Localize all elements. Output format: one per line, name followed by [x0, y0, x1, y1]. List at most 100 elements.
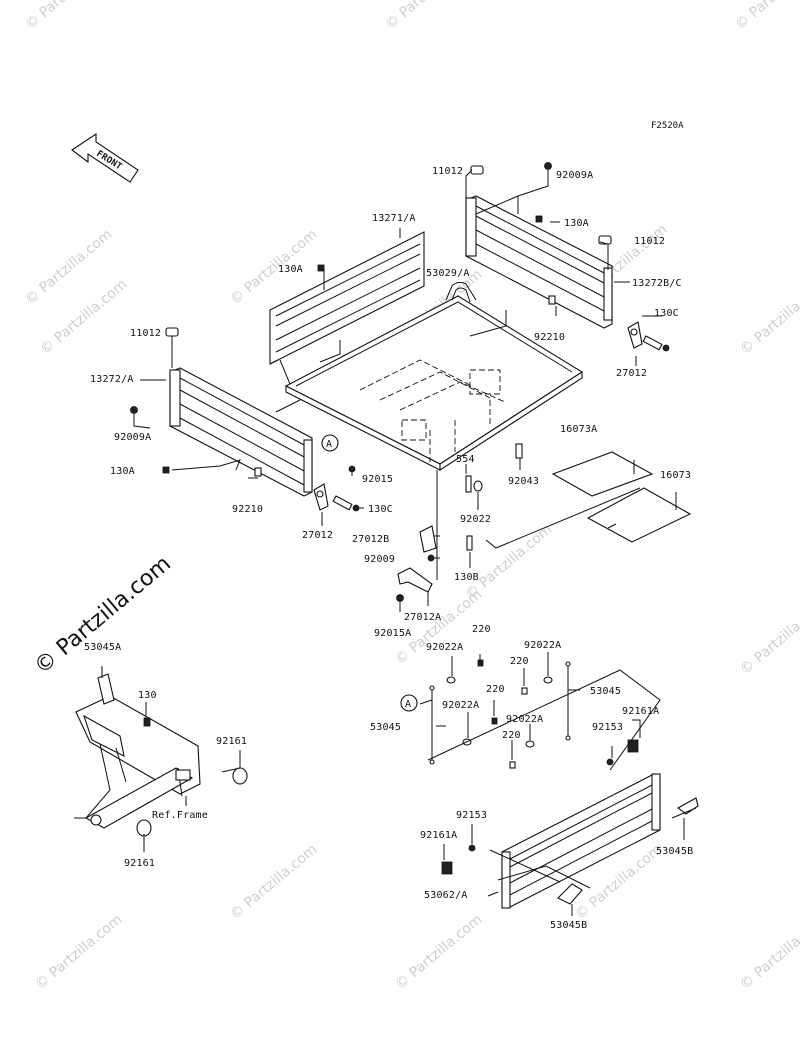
part-label: 27012	[616, 368, 647, 379]
bolt-92009	[427, 554, 435, 562]
part-label: 130A	[278, 264, 303, 275]
watermark: © Partzilla.com	[462, 521, 555, 603]
part-label: 92022	[460, 514, 491, 525]
part-label: 92161A	[622, 706, 659, 717]
part-label: 92022A	[442, 700, 479, 711]
mat-16073A	[551, 451, 654, 497]
bolt-130A-lower	[162, 466, 170, 474]
part-label: 53045B	[656, 846, 693, 857]
part-label: 92210	[534, 332, 565, 343]
cap-11012-left	[165, 327, 179, 337]
ref-frame-assembly	[74, 666, 248, 852]
part-label: 16073	[660, 470, 691, 481]
bolt-92009A-left	[130, 406, 138, 414]
part-label: 53045A	[84, 642, 121, 653]
part-label: 27012	[302, 530, 333, 541]
watermark-layer: © Partzilla.com © Partzilla.com © Partzi…	[22, 0, 800, 993]
part-label: 554	[456, 454, 475, 465]
part-label: 92022A	[506, 714, 543, 725]
part-label: 53045	[370, 722, 401, 733]
part-label: 92210	[232, 504, 263, 515]
part-labels: 11012 92009A 13271/A 130A 11012 130A 530…	[84, 166, 693, 931]
watermark: © Partzilla.com	[22, 0, 115, 33]
latch-27012-left	[313, 483, 329, 511]
callout-a-top: A	[321, 434, 339, 452]
side-panel-13272B	[465, 195, 613, 329]
latch-27012-right	[627, 321, 643, 349]
nut-92015A	[396, 594, 404, 602]
part-label: 92009	[364, 554, 395, 565]
bolt-130C-left	[332, 495, 360, 512]
part-label: 92015	[362, 474, 393, 485]
part-label: 130B	[454, 572, 479, 583]
callout-a-label-lower: A	[405, 699, 411, 710]
part-label: 220	[502, 730, 521, 741]
part-label: 92015A	[374, 628, 411, 639]
pin-554	[465, 475, 472, 493]
spring-92043	[515, 443, 523, 459]
part-label: 27012A	[404, 612, 441, 623]
part-label: 130C	[368, 504, 393, 515]
part-label: 13272B/C	[632, 278, 682, 289]
part-label: 92161	[124, 858, 155, 869]
tailgate-assembly: A	[400, 652, 699, 916]
cargo-bed-floor	[284, 281, 584, 472]
bolt-130B	[466, 535, 473, 551]
watermark: © Partzilla.com	[392, 911, 485, 993]
part-label: 53045	[590, 686, 621, 697]
part-label: 53045B	[550, 920, 587, 931]
part-label: 220	[510, 656, 529, 667]
part-label: 16073A	[560, 424, 597, 435]
part-label: 92022A	[426, 642, 463, 653]
watermark: © Partzilla.com	[382, 0, 475, 33]
part-label: 13272/A	[90, 374, 134, 385]
part-label: 130A	[564, 218, 589, 229]
part-label: 130	[138, 690, 157, 701]
part-label: 92043	[508, 476, 539, 487]
watermark: © Partzilla.com	[32, 911, 125, 993]
front-arrow-icon: FRONT	[71, 132, 139, 183]
cap-11012-top	[470, 165, 484, 175]
watermark: © Partzilla.com	[732, 0, 800, 33]
watermark: © Partzilla.com	[737, 596, 800, 678]
part-label: 11012	[432, 166, 463, 177]
part-label: 11012	[634, 236, 665, 247]
part-label: 220	[472, 624, 491, 635]
bolt-130C-right	[642, 335, 670, 352]
lever-27012A	[397, 567, 433, 593]
part-label: 92009A	[114, 432, 151, 443]
part-label: 92009A	[556, 170, 593, 181]
bolt-92009A-top	[544, 162, 552, 170]
watermark: © Partzilla.com	[227, 841, 320, 923]
part-label: 130A	[110, 466, 135, 477]
figure-code: F2520A	[651, 121, 684, 131]
part-label: 53062/A	[424, 890, 468, 901]
watermark: © Partzilla.com	[737, 276, 800, 358]
bolt-130A-right	[535, 215, 543, 223]
side-panel-13272A	[169, 367, 313, 497]
part-label: 130C	[654, 308, 679, 319]
nut-92015	[348, 465, 356, 473]
callout-a-label: A	[326, 439, 332, 450]
part-label: 220	[486, 684, 505, 695]
bolt-130A-left	[317, 264, 325, 272]
part-label: 53029/A	[426, 268, 470, 279]
part-label: 13271/A	[372, 213, 416, 224]
side-panel-13271	[269, 231, 425, 365]
part-label: 92161	[216, 736, 247, 747]
mat-16073	[586, 487, 692, 543]
part-label: 92153	[592, 722, 623, 733]
collar-92210-left	[254, 467, 262, 477]
collar-92210-right	[548, 295, 556, 305]
part-label: 92161A	[420, 830, 457, 841]
washer-92022-mid	[473, 480, 483, 492]
leader-lines-upper	[133, 169, 677, 612]
watermark-large: © Partzilla.com	[30, 551, 176, 679]
ref-frame-label: Ref.Frame	[152, 810, 208, 821]
watermark: © Partzilla.com	[737, 911, 800, 993]
part-label: 92153	[456, 810, 487, 821]
part-label: 11012	[130, 328, 161, 339]
latch-27012B	[419, 525, 437, 553]
part-label: 27012B	[352, 534, 389, 545]
